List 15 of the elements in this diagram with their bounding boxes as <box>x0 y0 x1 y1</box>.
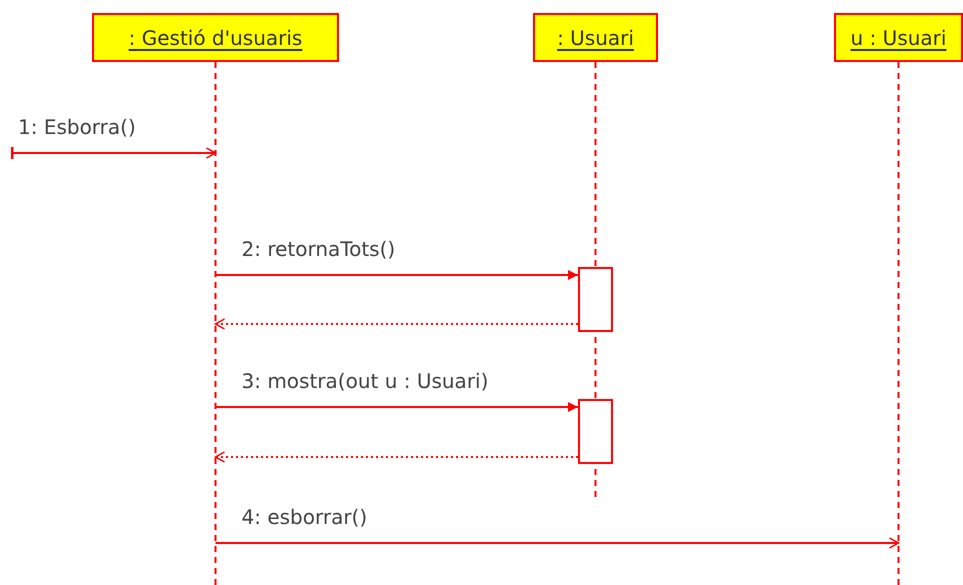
message-label: 2: retornaTots() <box>242 237 396 261</box>
return-arrow <box>214 318 578 330</box>
message-arrow <box>216 270 578 280</box>
message-label: 1: Esborra() <box>18 115 136 139</box>
message-label: 4: esborrar() <box>242 505 368 529</box>
return-arrow <box>214 451 578 463</box>
object-name: : Gestió d'usuaris <box>128 26 302 50</box>
message-arrow <box>10 146 216 160</box>
message-arrow <box>216 402 578 412</box>
message-label: 3: mostra(out u : Usuari) <box>242 369 488 393</box>
object-name: u : Usuari <box>850 26 946 50</box>
activation-bar <box>578 267 613 332</box>
object-name: : Usuari <box>557 26 634 50</box>
message-arrow <box>216 537 900 549</box>
activation-bar <box>578 399 613 464</box>
